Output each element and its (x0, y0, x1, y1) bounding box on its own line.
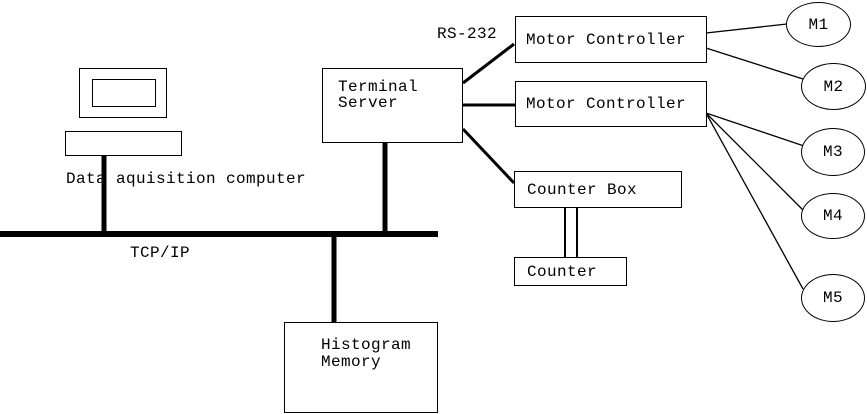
motor-m4-label: M4 (822, 207, 843, 225)
rs232-label: RS-232 (437, 25, 498, 43)
serial-link-motor-controller-1 (462, 42, 515, 85)
link-mc2-m5 (705, 112, 804, 290)
motor-controller-2-label: Motor Controller (526, 95, 687, 113)
computer-keyboard-icon (65, 131, 182, 156)
tcpip-bus-label: TCP/IP (130, 244, 191, 262)
counter-label: Counter (527, 262, 598, 281)
node-terminal-server: Terminal Server (322, 68, 463, 143)
node-motor-m4: M4 (801, 193, 865, 239)
link-mc1-m1 (705, 23, 788, 34)
node-counter: Counter (514, 257, 627, 286)
node-motor-controller-2: Motor Controller (515, 81, 707, 127)
serial-link-counter-box (461, 127, 516, 185)
link-mc1-m2 (705, 47, 804, 80)
node-motor-m3: M3 (801, 128, 865, 176)
node-counter-box: Counter Box (514, 171, 682, 208)
motor-m2-label: M2 (823, 77, 844, 96)
motor-m5-label: M5 (822, 289, 843, 307)
data-acquisition-computer-caption: Data aquisition computer (66, 170, 307, 188)
histogram-memory-label-line1: Histogram (321, 336, 412, 354)
counter-box-label: Counter Box (527, 180, 638, 199)
node-motor-m1: M1 (786, 2, 851, 47)
node-histogram-memory: Histogram Memory (284, 322, 438, 413)
motor-m1-label: M1 (808, 15, 829, 34)
node-motor-m5: M5 (801, 274, 865, 322)
motor-m3-label: M3 (822, 143, 843, 161)
terminal-server-label-line1: Terminal (338, 78, 419, 96)
histogram-memory-label-line2: Memory (321, 353, 382, 371)
node-motor-m2: M2 (801, 63, 866, 110)
link-mc2-m4 (705, 112, 804, 211)
terminal-server-label-line2: Server (338, 94, 399, 112)
link-mc2-m3 (705, 112, 805, 147)
node-motor-controller-1: Motor Controller (515, 16, 707, 63)
computer-screen-icon (92, 79, 156, 107)
motor-controller-1-label: Motor Controller (526, 30, 687, 49)
